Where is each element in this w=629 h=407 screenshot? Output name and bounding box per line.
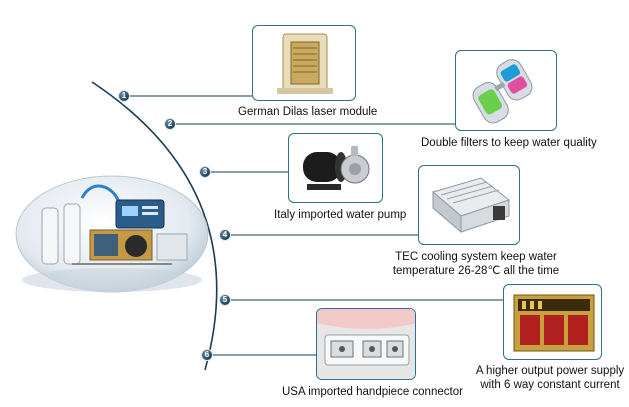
laser-machine-image [12,168,212,296]
handpiece-caption: USA imported handpiece connector [282,386,463,398]
pump-caption: Italy imported water pump [274,209,407,221]
badge-2: 2 [164,118,176,130]
power-supply-caption: A higher output power supply with 6 way … [470,364,629,392]
laser-module-card [252,25,356,101]
arc-line [91,81,218,371]
badge-6: 6 [201,349,213,361]
badge-4: 4 [219,229,231,241]
power-caption-line-1: A higher output power supply [475,365,625,377]
water-filter-image [472,59,533,124]
badge-3: 3 [199,166,211,178]
power-caption-line-2: with 6 way constant current [480,379,620,391]
filters-card [455,50,557,131]
handpiece-card [316,308,416,380]
pump-card [288,133,383,203]
filters-caption: Double filters to keep water quality [421,137,597,149]
tec-caption: TEC cooling system keep water temperatur… [386,250,566,278]
power-supply-card [503,284,602,360]
handpiece-connector-image [317,309,415,379]
tec-caption-line-2: temperature 26-28℃ all the time [392,265,560,277]
laser-module-image [277,33,333,94]
badge-5: 5 [219,294,231,306]
tec-caption-line-1: TEC cooling system keep water [395,251,557,263]
badge-1: 1 [118,90,130,102]
water-pump-image [303,146,370,190]
tec-cooler-image [431,177,511,234]
tec-card [418,165,520,245]
power-supply-image [513,294,595,352]
laser-module-caption: German Dilas laser module [238,106,378,118]
